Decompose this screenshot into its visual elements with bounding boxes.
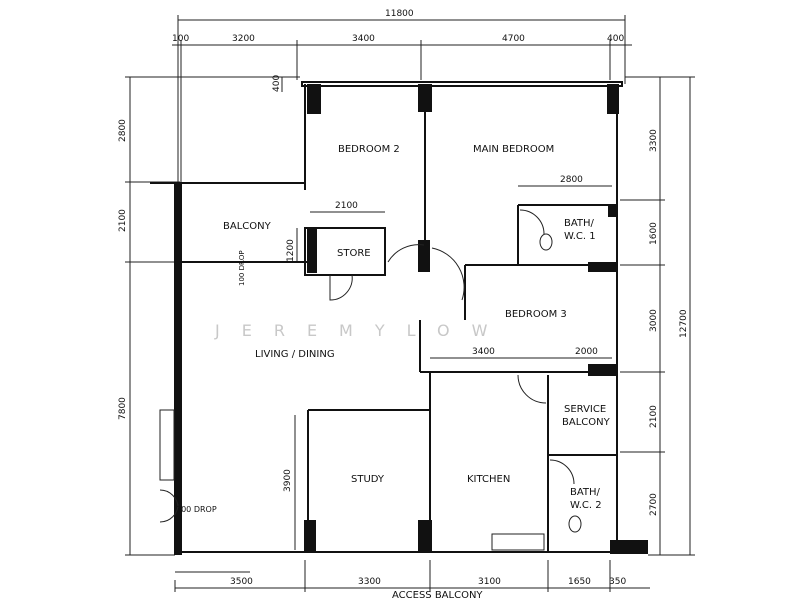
dim-store-width: 2100 (335, 201, 358, 211)
dim-left: 7800 (118, 397, 128, 420)
dim-right: 2100 (649, 405, 659, 428)
dim-study-height: 3900 (283, 469, 293, 492)
dim-right: 2700 (649, 493, 659, 516)
dim-bottom: 3500 (230, 577, 253, 587)
dim-top-offset: 400 (272, 75, 282, 92)
room-store: STORE (337, 248, 371, 259)
walls (150, 81, 648, 573)
access-balcony-label: ACCESS BALCONY (392, 590, 483, 600)
dim-bottom-drop: 100 DROP (176, 505, 217, 514)
dim-bottom: 3100 (478, 577, 501, 587)
room-service-balcony: SERVICE (564, 404, 606, 415)
dim-balcony-drop: 100 DROP (238, 250, 246, 286)
dim-total-width: 11800 (385, 9, 414, 19)
dim-top: 4700 (502, 34, 525, 44)
watermark: JEREMYLOW (214, 321, 509, 340)
dim-bedroom3-width: 3400 (472, 347, 495, 357)
dim-top: 3400 (352, 34, 375, 44)
room-bath-2: BATH/ (570, 487, 601, 498)
dimension-lines (125, 15, 695, 592)
dim-right: 3300 (649, 129, 659, 152)
dim-right: 1600 (649, 222, 659, 245)
dim-bedroom3-right: 2000 (575, 347, 598, 357)
dim-right: 3000 (649, 309, 659, 332)
dim-top: 400 (607, 34, 624, 44)
dim-bottom: 350 (609, 577, 626, 587)
room-bath-1: BATH/ (564, 218, 595, 229)
dimension-labels: 11800 100 3200 3400 4700 400 400 2800 21… (118, 9, 689, 600)
room-labels: BEDROOM 2 MAIN BEDROOM BATH/ W.C. 1 BALC… (223, 144, 611, 511)
room-bedroom-2: BEDROOM 2 (338, 144, 400, 155)
room-living-dining: LIVING / DINING (255, 349, 335, 360)
dim-store-height: 1200 (286, 239, 296, 262)
dim-left: 2800 (118, 119, 128, 142)
room-bath-2: W.C. 2 (570, 500, 602, 511)
room-study: STUDY (351, 474, 385, 485)
room-balcony: BALCONY (223, 221, 272, 232)
dim-top: 100 (172, 34, 189, 44)
dim-right-total: 12700 (679, 309, 689, 338)
room-service-balcony: BALCONY (562, 417, 611, 428)
room-main-bedroom: MAIN BEDROOM (473, 144, 554, 155)
room-kitchen: KITCHEN (467, 474, 510, 485)
dim-bottom: 3300 (358, 577, 381, 587)
dim-bottom: 1650 (568, 577, 591, 587)
dim-left: 2100 (118, 209, 128, 232)
dim-top: 3200 (232, 34, 255, 44)
room-bedroom-3: BEDROOM 3 (505, 309, 567, 320)
dim-bath1-width: 2800 (560, 175, 583, 185)
room-bath-1: W.C. 1 (564, 231, 596, 242)
